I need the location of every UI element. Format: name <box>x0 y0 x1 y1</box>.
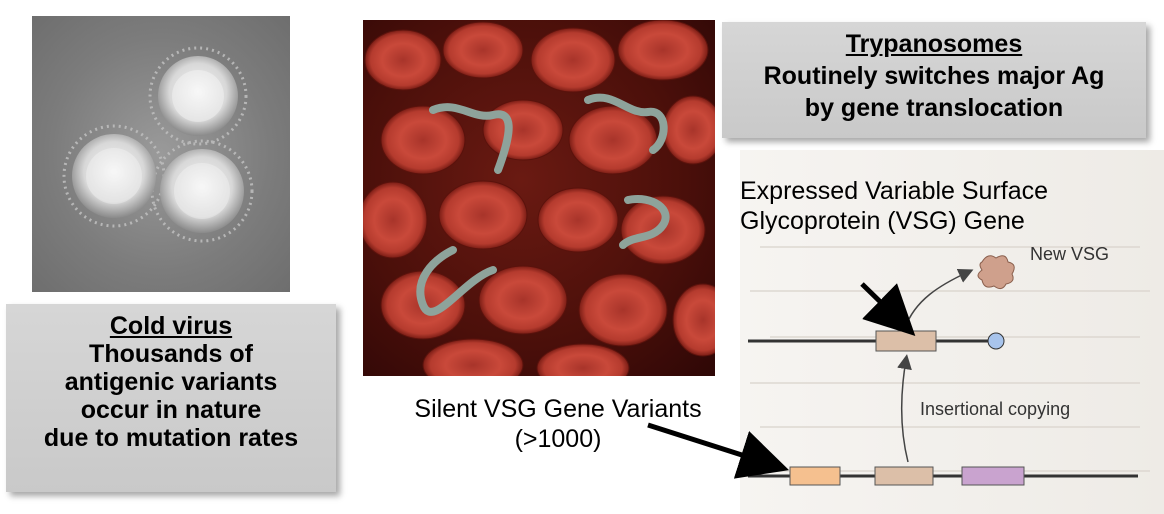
cold-virus-line: antigenic variants <box>64 368 278 396</box>
trypanosomes-line: by gene translocation <box>804 94 1064 122</box>
trypanosomes-title: Trypanosomes <box>845 30 1023 58</box>
expressed-vsg-label-line2: Glycoprotein (VSG) Gene <box>740 207 1025 235</box>
trypanosomes-line: Routinely switches major Ag <box>763 62 1105 90</box>
cold-virus-line: Thousands of <box>89 340 253 368</box>
expressed-vsg-label-line1: Expressed Variable Surface <box>740 177 1049 205</box>
cold-virus-micrograph <box>32 16 290 292</box>
cold-virus-line: occur in nature <box>80 396 262 424</box>
silent-vsg-label: Silent VSG Gene Variants (>1000) <box>378 394 738 454</box>
telomere-bead <box>987 332 1005 350</box>
expressed-vsg-gene-box <box>875 330 937 352</box>
trypanosomes-caption-box: Trypanosomes Routinely switches major Ag… <box>722 22 1146 138</box>
silent-vsg-label-line2: (>1000) <box>514 425 602 453</box>
cold-virus-caption-box: Cold virus Thousands of antigenic varian… <box>6 304 336 492</box>
expressed-gene-pointer-arrow <box>860 282 916 336</box>
silent-vsg-gene-box <box>961 466 1025 486</box>
new-vsg-blob-icon <box>977 255 1015 290</box>
insertional-copying-label: Insertional copying <box>920 399 1071 419</box>
trypanosome-rbc-micrograph <box>363 20 715 376</box>
insertional-copying-arrow <box>897 354 912 463</box>
expressed-vsg-label: Expressed Variable Surface Glycoprotein … <box>740 176 1160 236</box>
silent-vsg-gene-box <box>874 466 934 486</box>
new-vsg-arrow <box>904 268 974 329</box>
cold-virus-line: due to mutation rates <box>43 424 299 452</box>
silent-vsg-gene-box <box>789 466 841 486</box>
scanned-textbook-background <box>740 150 1164 514</box>
silent-vsg-label-line1: Silent VSG Gene Variants <box>414 395 702 423</box>
cold-virus-title: Cold virus <box>109 312 233 340</box>
new-vsg-label: New VSG <box>1030 244 1110 264</box>
silent-variants-pointer-arrow <box>647 422 790 479</box>
